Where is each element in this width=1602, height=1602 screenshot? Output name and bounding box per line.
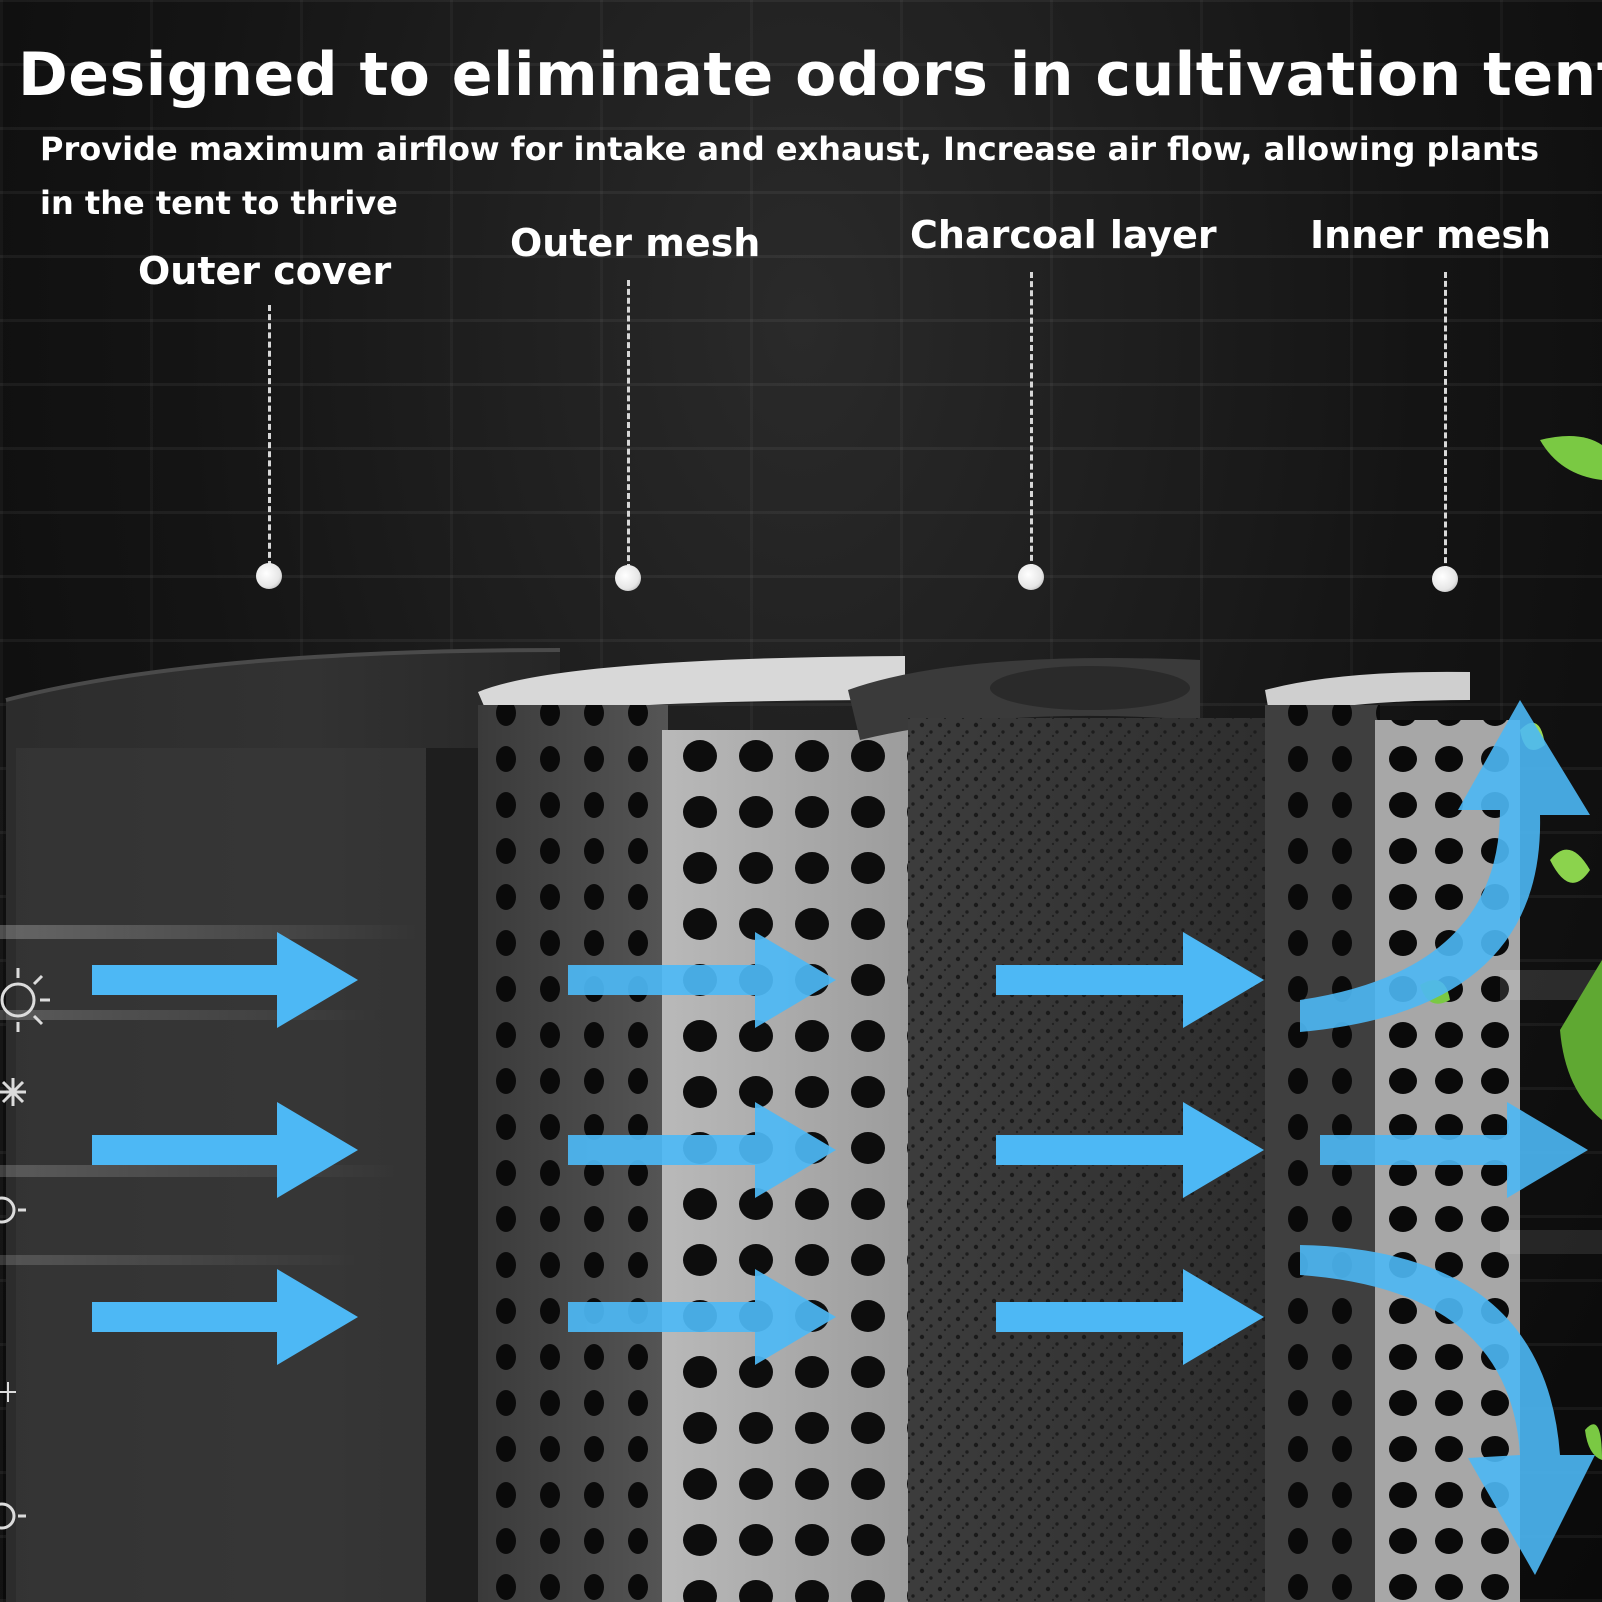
label-inner-mesh: Inner mesh xyxy=(1310,213,1552,257)
outer-cover-shadow xyxy=(426,748,486,1602)
subtitle: Provide maximum airflow for intake and e… xyxy=(40,130,1540,222)
flow-arrow xyxy=(568,932,836,1028)
mist-streak xyxy=(0,925,420,939)
label-charcoal-layer: Charcoal layer xyxy=(910,213,1217,257)
charcoal-opening xyxy=(990,666,1190,710)
flow-arrow xyxy=(568,1102,836,1198)
outer-cover-rim xyxy=(5,648,561,702)
flow-arrow xyxy=(996,1102,1264,1198)
germ-icon xyxy=(0,1196,26,1224)
outer-mesh-rim xyxy=(478,656,905,720)
flow-arrow xyxy=(92,932,358,1028)
mist-streak xyxy=(0,1165,400,1177)
snowflake-icon xyxy=(0,1078,26,1106)
leaf-icon xyxy=(1560,960,1602,1120)
leader-line-outer-cover xyxy=(268,305,271,567)
snowflake-icon xyxy=(0,1382,16,1402)
mist-streak xyxy=(0,1010,380,1020)
mist-streak xyxy=(0,1255,360,1265)
pointer-dot-charcoal-layer xyxy=(1018,564,1044,590)
leader-line-outer-mesh xyxy=(627,280,630,570)
flow-arrow xyxy=(92,1102,358,1198)
germ-icon xyxy=(0,968,50,1032)
flow-arrow xyxy=(1320,1102,1588,1198)
curved-arrow-up xyxy=(1300,700,1590,1032)
leaf-icon xyxy=(1550,849,1590,883)
flow-arrow xyxy=(996,1269,1264,1365)
leader-line-charcoal-layer xyxy=(1030,272,1033,570)
curved-arrow-down xyxy=(1300,1245,1595,1575)
pointer-dot-outer-mesh xyxy=(615,565,641,591)
flow-arrow xyxy=(92,1269,358,1365)
flow-arrow xyxy=(568,1269,836,1365)
label-outer-cover: Outer cover xyxy=(138,249,392,293)
flow-arrow xyxy=(996,932,1264,1028)
label-outer-mesh: Outer mesh xyxy=(510,221,761,265)
headline: Designed to eliminate odors in cultivati… xyxy=(18,40,1602,110)
mist-streak xyxy=(1500,1230,1602,1254)
pointer-dot-outer-cover xyxy=(256,563,282,589)
leader-line-inner-mesh xyxy=(1444,272,1447,572)
leaf-icon xyxy=(1540,436,1602,480)
leaf-icon xyxy=(1585,1424,1602,1460)
pointer-dot-inner-mesh xyxy=(1432,566,1458,592)
germ-icon xyxy=(0,1502,26,1530)
